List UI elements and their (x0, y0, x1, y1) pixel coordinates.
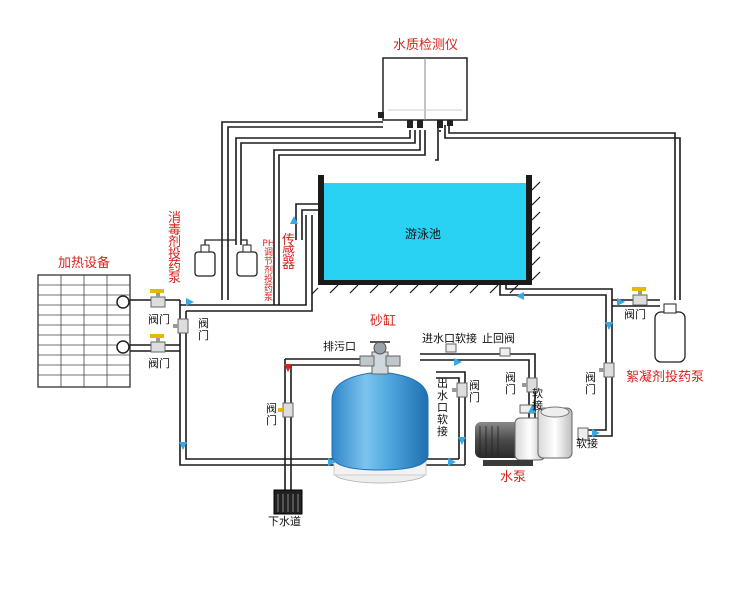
valve-label-pump-inlet: 阀门 (505, 371, 516, 396)
sand-filter-tank (331, 341, 429, 484)
water-quality-monitor-label: 水质检测仪 (393, 38, 459, 53)
valve-label-right: 阀门 (585, 371, 596, 396)
valve-label-filter-outlet: 阀门 (469, 379, 480, 404)
coagulant-pump-label: 絮凝剂投药泵 (626, 370, 705, 385)
swimming-pool (311, 175, 541, 295)
disinfectant-pump-body (194, 239, 236, 277)
water-pump (475, 406, 573, 466)
pool-label: 游泳池 (405, 227, 442, 241)
valves (150, 287, 648, 441)
disinfectant-pump-label: 消毒剂投药泵 (168, 211, 182, 286)
heating-equipment-label: 加热设备 (58, 256, 111, 271)
sand-filter-label: 砂缸 (370, 314, 397, 329)
water-pump-label: 水泵 (500, 470, 527, 485)
heater-panel (37, 274, 131, 388)
drain-outlet-label: 排污口 (323, 340, 356, 353)
sensor-label: 传感器 (282, 233, 296, 272)
outlet-hose-label: 出水口软接 (437, 377, 448, 438)
sewer-label: 下水道 (268, 515, 301, 528)
inlet-hose-label: 进水口软接 (422, 332, 477, 345)
valve-label-left-vertical: 阀门 (198, 317, 209, 342)
hose-label-outlet: 软接 (576, 437, 598, 450)
water-quality-monitor (378, 57, 468, 128)
valve-label-coagulant: 阀门 (624, 308, 646, 321)
sewer-box (273, 489, 303, 515)
valve-label-drain: 阀门 (266, 402, 277, 427)
valve-label-heater-top: 阀门 (148, 313, 170, 326)
valve-label-heater-bottom: 阀门 (148, 357, 170, 370)
drain-arrow (284, 364, 292, 372)
coagulant-pump-body (654, 303, 686, 363)
ph-pump-label: PH调节剂投药泵 (262, 239, 275, 303)
flow-arrows (179, 216, 625, 466)
ph-pump-body (236, 239, 258, 277)
check-valve-label: 止回阀 (482, 332, 515, 345)
hose-label-pump: 软接 (532, 387, 543, 412)
